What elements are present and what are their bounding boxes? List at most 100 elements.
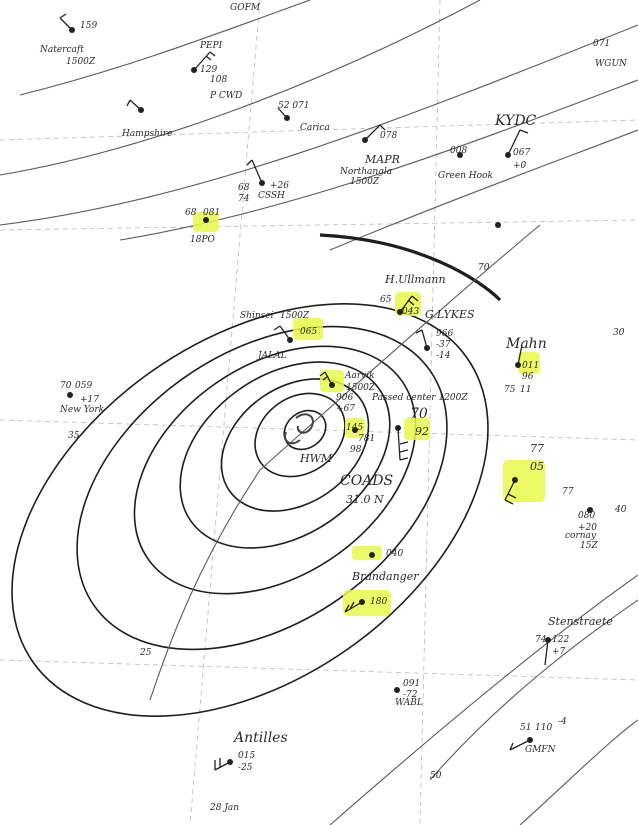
station-time-aarvik: 1500Z (346, 383, 376, 393)
station-label-kydc: KYDC (494, 113, 537, 129)
station-time-shinsei: 1500Z (280, 311, 310, 321)
station-label-new-york: New York (59, 405, 104, 415)
station-obs-18po-1: 68 (185, 208, 197, 218)
station-obs-s75-1: 145 (346, 423, 363, 433)
station-obs-cornay-2: 080 (578, 511, 595, 521)
station-label-jalal: JALAL (256, 351, 287, 361)
station-obs-mahn-2: 96 (522, 372, 534, 382)
wind-barbs (59, 13, 549, 771)
station-obs-green-hook-1: 008 (450, 146, 467, 156)
station-label-natercaft: Natercaft (39, 45, 84, 55)
lat-mark-30: 30 (613, 328, 625, 338)
station-label-hampshire: Hampshire (121, 129, 172, 139)
station-obs-wabl-2: -72 (403, 690, 418, 700)
station-obs-lykes-1: 966 (436, 329, 453, 339)
station-obs-s75-3: 98 (350, 445, 362, 455)
station-markers (67, 27, 593, 765)
station-label-cornay: cornay (565, 531, 597, 541)
station-obs-s70-1: 70 (410, 406, 428, 422)
station-obs-mahn-3: 75 (504, 385, 516, 395)
station-obs-18po-2: 081 (203, 208, 220, 218)
station-obs-natercaft: 159 (80, 21, 97, 31)
coads-value: 31.0 N (346, 493, 384, 506)
station-obs-lykes-3: -14 (436, 351, 451, 361)
station-obs-stenstraete-2: 122 (552, 635, 569, 645)
station-obs-mahn-4: 11 (520, 385, 531, 395)
station-obs-new-york-1: 70 (60, 381, 72, 391)
station-label-gofm: GOFM (230, 3, 261, 13)
coads-label: COADS (340, 473, 393, 489)
station-label-wgun: WGUN (595, 59, 628, 69)
station-obs-stenstraete-1: 74 (535, 635, 547, 645)
station-label-aarvik: Aarvik (344, 371, 375, 381)
station-obs-mapr-3: 078 (380, 131, 397, 141)
station-label-ullmann: H.Ullmann (384, 273, 446, 286)
station-obs-cornay-3: +20 (578, 523, 597, 533)
station-obs-shinsei-1: 065 (300, 327, 317, 337)
storm-isobars (11, 233, 502, 717)
station-obs-ullmann-1: 65 (380, 295, 392, 305)
station-label-18po: 18PO (190, 235, 216, 245)
station-obs-s70-2: 92 (415, 425, 429, 438)
station-obs-cssh-1: +26 (270, 181, 289, 191)
station-obs-s77-1: 77 (530, 442, 544, 455)
station-obs-pepi-1: 129 (200, 65, 217, 75)
map-date: 28 Jan (209, 803, 239, 813)
station-obs-new-york-3: +17 (80, 395, 99, 405)
station-obs-antilles-1: 015 (238, 751, 255, 761)
station-obs-mapr-2: 1500Z (350, 177, 380, 187)
station-label-shinsei: Shinsei (240, 311, 274, 321)
station-obs-brandanger-2: 180 (370, 597, 387, 607)
station-obs-wgun: 071 (593, 39, 610, 49)
station-obs-new-york-2: 059 (75, 381, 92, 391)
station-obs-gmfn-1: 51 (520, 723, 531, 733)
map-labels: Natercaft 1500Z 159 PEPI 129 108 P CWD H… (39, 3, 628, 813)
station-label-green-hook: Green Hook (438, 171, 493, 181)
station-time-natercaft: 1500Z (66, 57, 96, 67)
station-label-wabl: WABL (395, 698, 423, 708)
lat-mark-35: 35 (68, 431, 80, 441)
station-obs-brandanger-1: 040 (386, 549, 403, 559)
station-obs-antilles-2: -25 (238, 763, 253, 773)
station-obs-gmfn-2: 110 (535, 723, 552, 733)
station-obs-mahn-1: 011 (522, 361, 539, 371)
station-time-cornay: 15Z (580, 541, 598, 551)
station-obs-cornay-1: 77 (562, 487, 574, 497)
lat-mark-25: 25 (139, 648, 152, 658)
station-obs-pepi-2: 108 (210, 75, 227, 85)
lon-mark-40: 40 (614, 505, 627, 515)
storm-center-icon (284, 413, 314, 445)
storm-track (149, 224, 541, 701)
station-label-antilles: Antilles (232, 730, 288, 746)
station-label-gmfn: GMFN (525, 745, 557, 755)
station-obs-mapr-1: Northangla (339, 167, 392, 177)
station-obs-ullmann-2: 043 (402, 307, 419, 317)
station-obs-gmfn-3: -4 (558, 717, 567, 727)
center-pass-note: Passed center 1200Z (371, 393, 468, 403)
storm-center-label: HWM (299, 452, 333, 465)
station-label-stenstraete: Stenstraete (548, 615, 613, 628)
station-label-lykes: G.LYKES (425, 308, 475, 321)
highlight-marks (193, 212, 545, 616)
station-obs-carica: 52 071 (278, 101, 310, 111)
station-label-cssh: CSSH (258, 191, 285, 201)
station-label-mapr: MAPR (364, 153, 400, 166)
station-obs-kydc-2: +0 (513, 161, 527, 171)
station-obs-s75-2: 781 (358, 434, 375, 444)
station-obs-stenstraete-3: +7 (552, 647, 566, 657)
station-obs-cssh-2: 68 (238, 183, 250, 193)
lat-mark-70: 70 (478, 263, 490, 273)
station-obs-cssh-3: 74 (238, 194, 250, 204)
station-obs-wabl-1: 091 (403, 679, 420, 689)
lon-mark-50: 50 (430, 771, 442, 781)
station-obs-aarvik-1: 906 (336, 393, 353, 403)
station-label-mahn: Mahn (505, 336, 547, 352)
station-label-brandanger: Brandanger (351, 570, 419, 583)
station-obs-pepi-3: P CWD (209, 91, 242, 101)
station-obs-lykes-2: -37 (436, 340, 451, 350)
station-label-carica: Carica (300, 123, 330, 133)
station-label-pepi: PEPI (199, 41, 223, 51)
